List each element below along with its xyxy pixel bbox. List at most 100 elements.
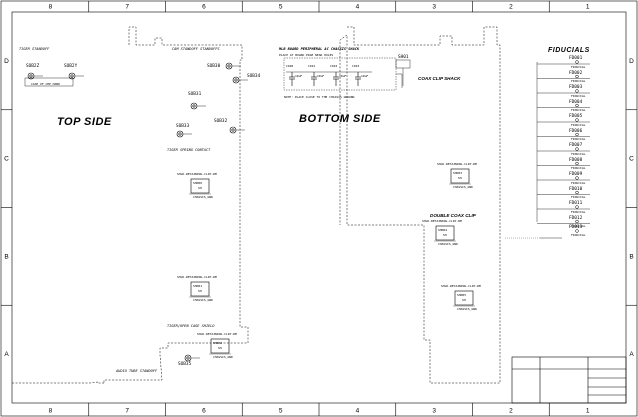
shield-symbol: [449, 168, 471, 185]
standoff-symbol: [229, 126, 245, 134]
standoff-symbol: [232, 76, 248, 84]
standoff-symbol: [225, 62, 241, 70]
shield-part: SHLD-RETAINING-CLIP-RM: [177, 172, 217, 176]
fiducial-net: FIDUCIAL: [571, 64, 586, 69]
capacitor-group: [289, 72, 361, 86]
shield-part: SHLD-RETAINING-CLIP-RM: [177, 275, 217, 279]
zone-col-label: 5: [279, 408, 283, 415]
fiducial-ref: FD002: [569, 70, 583, 76]
label-tiger-spring: TIGER SPRING CONTACT: [167, 148, 211, 152]
capacitor-symbol: [311, 72, 317, 86]
fiducial-net: FIDUCIAL: [571, 108, 586, 112]
heading-fiducials: FIDUCIALS: [548, 47, 590, 54]
shield-ref: SHD04: [438, 228, 448, 232]
zone-col-label: 8: [49, 4, 53, 11]
zone-col-label: 7: [125, 4, 129, 11]
fiducial-symbol: [537, 60, 590, 65]
zone-col-label: 8: [49, 408, 53, 415]
shield-gnd: CHASSIS_GND: [438, 242, 458, 246]
fiducial-symbol: [537, 161, 590, 166]
standoff-symbol: [27, 72, 43, 80]
standoff-symbol: [184, 354, 200, 362]
zone-row-label: D: [629, 58, 634, 65]
fiducial-ref: FD012: [569, 215, 583, 221]
fiducial-symbol: [537, 147, 590, 152]
zone-row-label: C: [629, 156, 634, 163]
standoff-symbol: [176, 130, 192, 138]
fiducial-symbol: [537, 118, 590, 123]
label-note: NOTE: PLACE CLOSE TO THE CHASSIS GROUND: [284, 95, 355, 99]
zone-row-label: D: [4, 58, 9, 65]
shield-symbol-text: SH: [443, 233, 447, 237]
capacitor-symbol: [355, 72, 361, 86]
zone-row-label: B: [629, 253, 633, 260]
zone-col-label: 3: [432, 408, 436, 415]
zone-col-label: 2: [509, 4, 513, 11]
board-outline-top: [12, 26, 249, 384]
fiducial-symbol: [537, 190, 590, 195]
ref-audio: SOB35: [178, 362, 192, 367]
zone-col-label: 2: [509, 408, 513, 415]
label-ms-board-sub: PLACE AT BOARD EDGE NEAR HOLES: [279, 53, 334, 57]
shield-ref: SHD00: [193, 181, 203, 185]
cap-ref: C920: [286, 64, 294, 68]
fiducial-net: FIDUCIAL: [571, 93, 586, 98]
cap-ref: C923: [352, 64, 360, 68]
shield-gnd: CHASSIS_GND: [193, 195, 213, 199]
heading-coax-clip-shack: COAX CLIP SHACK: [418, 76, 461, 81]
shield-part: SHLD-RETAINING-CLIP-RM: [441, 284, 481, 288]
shield-gnd: CHASSIS_GND: [213, 355, 233, 359]
heading-bottom-side: BOTTOM SIDE: [299, 113, 381, 125]
fiducial-ref: FD003: [569, 85, 583, 90]
zone-row-label: A: [4, 351, 9, 358]
shield-part: SHLD-RETAINING-CLIP-RM: [437, 162, 477, 166]
ref-vibe-standoff: SOB33: [176, 124, 190, 129]
shield-symbol-text: SH: [198, 289, 202, 293]
standoff-holes: [24, 62, 248, 362]
zone-col-label: 3: [432, 4, 436, 11]
fiducial-ref: FD010: [569, 186, 583, 192]
zone-col-label: 4: [356, 4, 360, 11]
ref-sh01: SH01: [398, 55, 409, 60]
fiducial-symbol: [537, 74, 590, 79]
cap-value: 10uF: [339, 74, 347, 78]
board-outline-bottom: [339, 26, 501, 384]
shield-symbol: [434, 225, 456, 242]
fiducial-net: FIDUCIAL: [571, 209, 586, 214]
title-block: [511, 356, 627, 404]
zone-row-label: C: [4, 156, 9, 163]
fiducial-ref: FD008: [569, 157, 583, 163]
label-tiger-cage: TIGER/OPEN CAGE SHIELD: [167, 324, 215, 328]
shield-symbol-text: SH: [462, 298, 466, 302]
standoff-symbol: [190, 102, 206, 110]
shield-symbol: [189, 178, 211, 195]
standoff-symbol: [68, 72, 84, 80]
label-tiger-standoff: TIGER STANDOFF: [19, 47, 50, 51]
fiducial-ref: FD011: [569, 201, 583, 206]
fiducial-net: FIDUCIAL: [571, 151, 586, 156]
fiducial-net: FIDUCIAL: [571, 195, 586, 199]
shield-gnd: CHASSIS_GND: [453, 185, 473, 189]
ref-sound-pocket: SOB34: [247, 74, 261, 79]
fiducial-net: FIDUCIAL: [571, 137, 586, 141]
label-audio-tube-standoff: AUDIO TUBE STANDOFF: [116, 369, 158, 373]
fiducial-net: FIDUCIAL: [571, 122, 586, 127]
fiducial-net: FIDUCIAL: [571, 79, 586, 83]
ref-tiger-standoff-1: SOB2Z: [26, 64, 40, 69]
shield-ref: SHD01: [193, 284, 203, 288]
shield-symbol-text: SH: [198, 186, 202, 190]
fiducial-symbol: [537, 205, 590, 210]
fiducial-group: [537, 60, 590, 233]
cap-value: 10uF: [361, 74, 369, 78]
fiducial-ref: FD007: [569, 143, 583, 148]
zone-col-label: 1: [586, 4, 590, 11]
fiducial-ref: FD004: [569, 99, 583, 105]
fiducial-net: FIDUCIAL: [571, 180, 586, 185]
zone-col-label: 6: [202, 4, 206, 11]
cap-value: 10uF: [295, 74, 303, 78]
ref-cam-standoff: SOB30: [207, 64, 221, 69]
label-cam-standoff: CAM STANDOFF STANDOFFS: [172, 47, 220, 51]
coax-clip-symbol: [395, 59, 411, 69]
